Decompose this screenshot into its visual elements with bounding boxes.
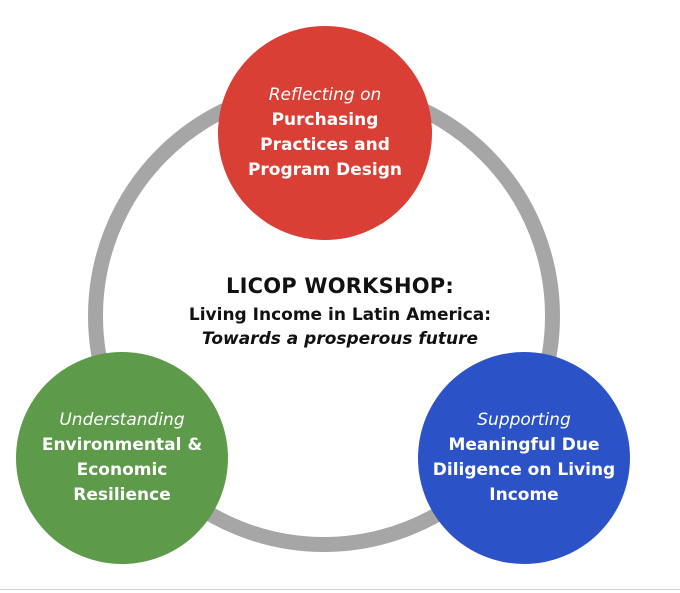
workshop-subtitle: Living Income in Latin America: [188,305,492,325]
node-left-topic: Environmental & Economic Resilience [41,435,203,505]
node-environmental-resilience: Understanding Environmental & Economic R… [16,352,228,564]
node-purchasing-practices: Reflecting on Purchasing Practices and P… [218,26,432,240]
node-right-verb: Supporting [477,410,571,430]
bottom-divider [0,589,680,590]
node-top-verb: Reflecting on [268,85,382,105]
node-left-verb: Understanding [59,410,185,430]
node-due-diligence: Supporting Meaningful Due Diligence on L… [418,352,630,564]
center-label: LICOP WORKSHOP: Living Income in Latin A… [100,272,580,351]
node-top-topic: Purchasing Practices and Program Design [247,110,403,180]
node-right-topic: Meaningful Due Diligence on Living Incom… [432,435,616,505]
workshop-title: LICOP WORKSHOP: [226,274,454,298]
workshop-tagline: Towards a prosperous future [201,329,479,349]
